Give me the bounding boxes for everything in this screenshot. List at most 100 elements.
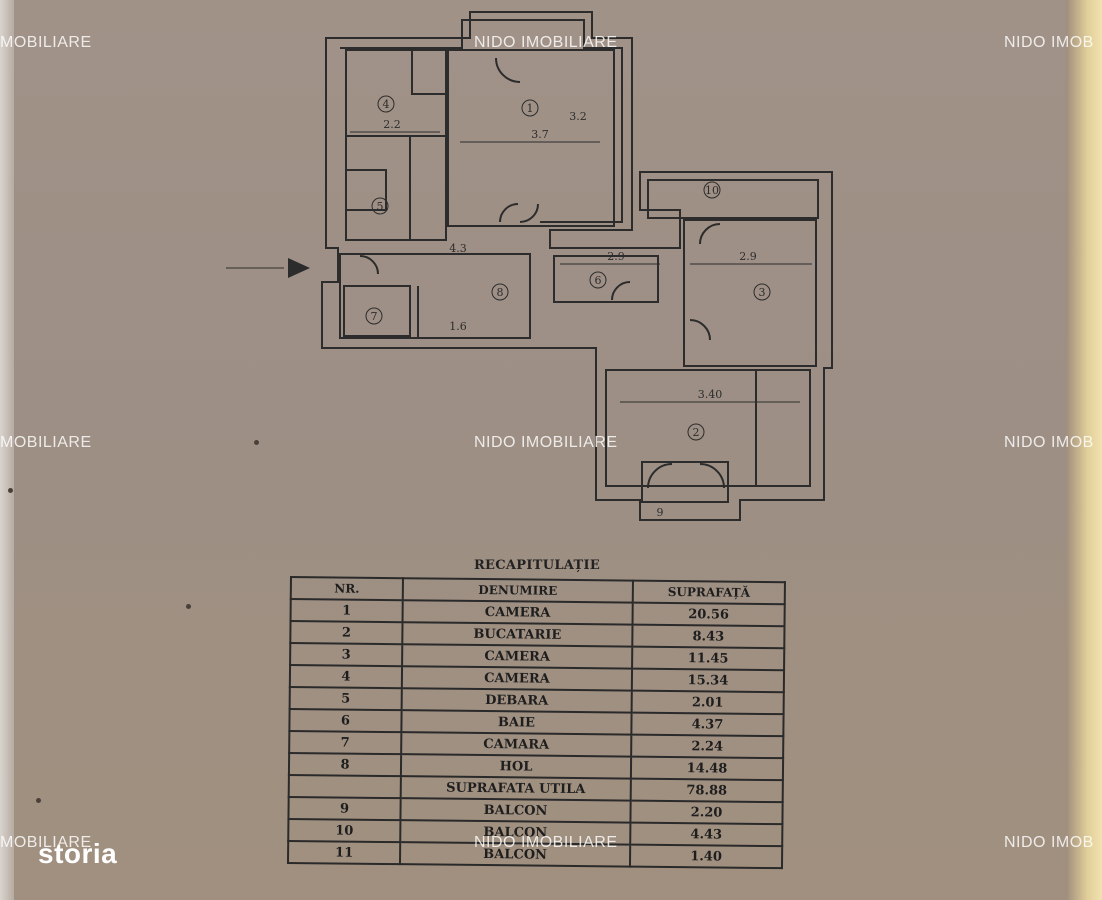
watermark: NIDO IMOBILIARE (474, 834, 618, 851)
room-marker (703, 181, 721, 199)
door-arc (499, 203, 519, 223)
cell-name: BALCON (400, 798, 631, 823)
wall-inner-line-upper (340, 19, 623, 223)
dimension-label: 2.2 (383, 118, 401, 131)
room-3-outline (683, 219, 817, 367)
cell-area: 2.24 (631, 734, 784, 759)
watermark: NIDO IMOB (1004, 434, 1094, 451)
watermark: MOBILIARE (0, 434, 92, 451)
room-7-outline (343, 285, 411, 337)
room-number: 10 (705, 184, 719, 197)
room-number: 2 (693, 426, 700, 439)
room-marker (521, 99, 539, 117)
door-arc (689, 319, 711, 341)
room-marker (365, 307, 383, 325)
table-title: RECAPITULAȚIE (473, 558, 601, 573)
dimension-label: 2.9 (739, 250, 757, 263)
room-marker (589, 271, 607, 289)
room-marker (371, 197, 389, 215)
cell-nr: 7 (289, 731, 402, 755)
door-arc (611, 281, 631, 301)
storia-logo: storia (38, 838, 118, 869)
balcony-9-outline (641, 461, 729, 503)
room-1-outline (447, 49, 615, 227)
paper-speck (254, 440, 259, 445)
cell-name: BAIE (401, 710, 632, 735)
dimension-label: 3.2 (569, 110, 587, 123)
cell-nr: 9 (288, 796, 401, 821)
dimension-label: 2.9 (607, 250, 625, 263)
room-number: 4 (383, 98, 390, 111)
room-marker (753, 283, 771, 301)
watermark: MOBILIARE (0, 34, 92, 51)
cell-area: 4.37 (631, 712, 784, 737)
room-number: 9 (657, 506, 664, 519)
door-arc (699, 223, 721, 245)
cell-nr: 6 (289, 709, 402, 733)
cell-area: 8.43 (632, 624, 785, 649)
door-arc (359, 255, 379, 275)
paper-speck (8, 488, 13, 493)
cell-nr: 4 (289, 665, 403, 689)
dimension-label: 3.40 (698, 388, 723, 401)
room-number: 6 (595, 274, 602, 287)
stair-box (345, 169, 387, 211)
door-arc (699, 463, 725, 489)
room-5-outline (345, 135, 447, 241)
door-arc (647, 463, 673, 489)
room-number: 1 (527, 102, 534, 115)
watermark: NIDO IMOBILIARE (474, 434, 618, 451)
watermark: NIDO IMOBILIARE (474, 34, 618, 51)
paper-left-edge (0, 0, 14, 900)
room-6-outline (553, 255, 659, 303)
cell-name: BUCATARIE (402, 622, 633, 647)
cell-name: SUPRAFATA UTILA (400, 776, 631, 801)
header-name: DENUMIRE (402, 578, 633, 603)
cell-area: 2.01 (631, 690, 784, 715)
cell-area: 11.45 (632, 646, 785, 671)
header-nr: NR. (290, 577, 403, 601)
cell-nr: 8 (288, 753, 402, 777)
cell-nr: 11 (287, 840, 401, 865)
watermark: NIDO IMOB (1004, 34, 1094, 51)
room-number: 5 (377, 200, 384, 213)
header-area: SUPRAFAȚĂ (632, 580, 785, 605)
cell-name: CAMERA (402, 644, 633, 669)
cell-area: 14.48 (630, 756, 784, 781)
paper-speck (186, 604, 191, 609)
wall-outline-upper (321, 11, 833, 521)
room-marker (687, 423, 705, 441)
room-number: 7 (371, 310, 378, 323)
cell-nr (288, 774, 401, 799)
cell-name: CAMERA (401, 666, 633, 691)
paper-right-edge (1066, 0, 1102, 900)
cell-nr: 3 (290, 643, 403, 667)
watermark: NIDO IMOB (1004, 834, 1094, 851)
cell-nr: 10 (288, 818, 401, 843)
closet-outline (411, 49, 447, 95)
room-number: 8 (497, 286, 504, 299)
dimension-label: 3.7 (531, 128, 549, 141)
room-8-outline (339, 253, 531, 339)
paper-speck (36, 798, 41, 803)
room-number: 3 (759, 286, 766, 299)
cell-nr: 5 (289, 687, 402, 711)
entrance-arrow (288, 258, 310, 278)
cell-area: 4.43 (630, 822, 783, 847)
cell-name: CAMARA (401, 732, 632, 757)
room-marker (491, 283, 509, 301)
cell-name: HOL (400, 754, 632, 779)
cell-nr: 1 (290, 599, 403, 623)
cell-area: 15.34 (631, 668, 785, 693)
cell-area: 20.56 (632, 602, 785, 627)
room-10-outline (647, 179, 819, 219)
dimension-label: 1.6 (449, 320, 467, 333)
door-arc (495, 57, 521, 83)
dimension-label: 4.3 (449, 242, 467, 255)
cell-nr: 2 (290, 621, 403, 645)
room-2-outline (605, 369, 811, 487)
cell-area: 1.40 (629, 844, 783, 869)
